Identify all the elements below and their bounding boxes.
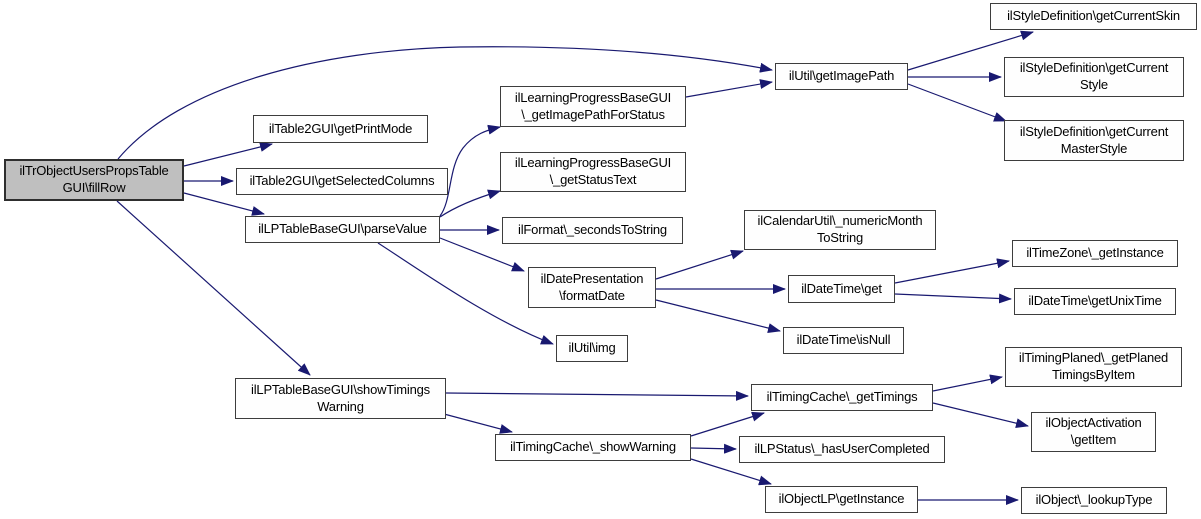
edge-getImagePathForStatus-getImagePath	[685, 79, 773, 98]
node-getunixtime[interactable]: ilDateTime\getUnixTime	[1014, 288, 1176, 315]
node-hasusercompleted[interactable]: ilLPStatus\_hasUserCompleted	[739, 436, 945, 463]
edge-parseValue-getStatusText	[439, 189, 501, 218]
edge-showTimingsWarning-getTimings	[445, 390, 749, 401]
node-showwarning[interactable]: ilTimingCache\_showWarning	[495, 434, 691, 461]
node-datetimeget[interactable]: ilDateTime\get	[788, 275, 895, 303]
node-getselectedcolumns[interactable]: ilTable2GUI\getSelectedColumns	[236, 168, 448, 195]
edge-dateTimeGet-timeZoneGetInstance	[894, 258, 1010, 284]
edge-formatDate-numericMonthToString	[655, 249, 744, 280]
edge-dateTimeGet-getUnixTime	[894, 293, 1012, 304]
edge-getTimings-getItem	[932, 402, 1029, 429]
node-parsevalue[interactable]: ilLPTableBaseGUI\parseValue	[245, 216, 440, 243]
node-getplanedtimingsbyitem[interactable]: ilTimingPlaned\_getPlaned TimingsByItem	[1005, 347, 1182, 387]
node-getimagepath[interactable]: ilUtil\getImagePath	[775, 63, 908, 90]
node-getstatustext[interactable]: ilLearningProgressBaseGUI \_getStatusTex…	[500, 152, 686, 192]
node-secondstostring[interactable]: ilFormat\_secondsToString	[502, 217, 683, 244]
node-getimagepathforstatus[interactable]: ilLearningProgressBaseGUI \_getImagePath…	[500, 86, 686, 127]
edge-fillRow-parseValue	[183, 192, 265, 216]
node-lookuptype[interactable]: ilObject\_lookupType	[1021, 487, 1167, 514]
node-objectlpgetinstance[interactable]: ilObjectLP\getInstance	[765, 486, 918, 513]
node-showtimingswarning[interactable]: ilLPTableBaseGUI\showTimings Warning	[235, 378, 446, 419]
edge-showWarning-getTimings	[690, 411, 765, 437]
edge-getTimings-getPlanedTimingsByItem	[932, 374, 1003, 392]
node-numericmonthtostring[interactable]: ilCalendarUtil\_numericMonth ToString	[744, 210, 936, 250]
node-img[interactable]: ilUtil\img	[556, 335, 628, 362]
node-gettimings[interactable]: ilTimingCache\_getTimings	[751, 384, 933, 411]
node-timezonegetinstance[interactable]: ilTimeZone\_getInstance	[1012, 240, 1178, 267]
edge-parseValue-img	[377, 242, 554, 345]
node-fillrow: ilTrObjectUsersPropsTable GUI\fillRow	[4, 159, 184, 201]
node-getprintmode[interactable]: ilTable2GUI\getPrintMode	[253, 115, 428, 143]
node-formatdate[interactable]: ilDatePresentation \formatDate	[528, 267, 656, 308]
edge-parseValue-getImagePathForStatus	[439, 124, 501, 217]
node-getcurrentmasterstyle[interactable]: ilStyleDefinition\getCurrent MasterStyle	[1004, 120, 1184, 161]
node-getcurrentskin[interactable]: ilStyleDefinition\getCurrentSkin	[990, 3, 1197, 30]
edge-formatDate-isNull	[655, 299, 781, 333]
node-isnull[interactable]: ilDateTime\isNull	[783, 327, 904, 354]
edge-getImagePath-getCurrentMasterStyle	[907, 83, 1007, 122]
edge-showWarning-hasUserCompleted	[690, 443, 737, 454]
node-getitem[interactable]: ilObjectActivation \getItem	[1031, 412, 1156, 452]
node-getcurrentstyle[interactable]: ilStyleDefinition\getCurrent Style	[1004, 57, 1184, 97]
edge-showTimingsWarning-showWarning	[443, 413, 513, 434]
edge-fillRow-getPrintMode	[183, 142, 273, 167]
